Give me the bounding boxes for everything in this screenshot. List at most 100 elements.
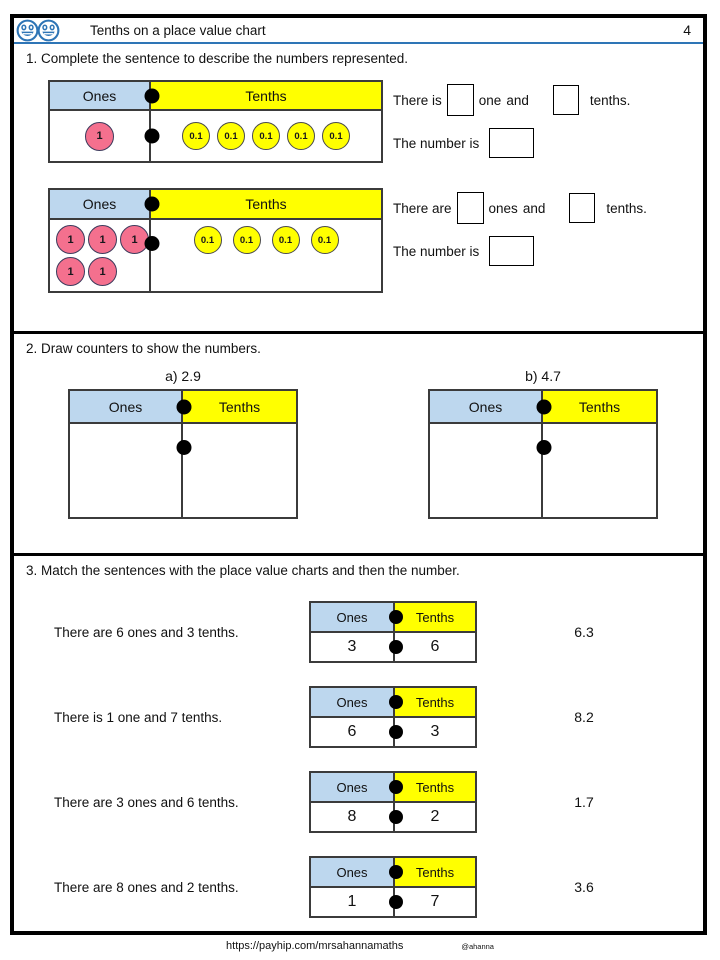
tenth-counter: 0.1	[252, 122, 280, 150]
tenth-counter: 0.1	[322, 122, 350, 150]
tenths-header-cell: Tenths	[395, 688, 475, 716]
divider-dot	[389, 640, 403, 654]
tenth-counter: 0.1	[310, 226, 339, 254]
answer-box-tenths[interactable]	[552, 85, 579, 115]
ones-cell: 1 1 1 1 1	[50, 220, 151, 291]
divider-dot	[389, 865, 403, 879]
footer-url: https://payhip.com/mrsahannamaths	[226, 940, 404, 952]
tenths-header-cell: Tenths	[395, 603, 475, 631]
one-counter: 1	[56, 257, 85, 286]
divider-dot	[536, 440, 552, 455]
answer-box-number[interactable]	[489, 128, 535, 158]
one-counter: 1	[88, 225, 117, 254]
match-sentence: There are 6 ones and 3 tenths.	[54, 624, 239, 640]
tenths-header-cell: Tenths	[543, 391, 656, 422]
answer-box-ones[interactable]	[446, 84, 474, 116]
sentence-text: The number is	[393, 243, 480, 259]
section-2: 2. Draw counters to show the numbers. a)…	[14, 334, 703, 556]
draw-chart-a-label: a) 2.9	[165, 368, 201, 384]
page-number: 4	[683, 22, 691, 38]
tenths-header-cell: Tenths	[395, 858, 475, 886]
tenths-header-cell: Tenths	[151, 190, 381, 218]
divider-dot	[144, 88, 160, 103]
draw-area-tenths[interactable]	[183, 424, 296, 517]
divider-dot	[144, 236, 160, 251]
ones-header-cell: Ones	[311, 773, 395, 801]
answer-box-number[interactable]	[489, 236, 535, 266]
match-chart: Ones Tenths 3 6	[309, 601, 477, 663]
draw-area-ones[interactable]	[430, 424, 543, 517]
ones-value: 3	[311, 633, 395, 661]
ones-value: 1	[311, 888, 395, 916]
worksheet-page: Tenths on a place value chart 4 1. Compl…	[10, 14, 707, 935]
divider-dot	[144, 196, 160, 212]
one-counter: 1	[85, 121, 114, 151]
ones-value: 8	[311, 803, 395, 831]
tenths-header-cell: Tenths	[151, 82, 381, 109]
match-sentence: There are 3 ones and 6 tenths.	[54, 794, 239, 810]
divider-dot	[389, 895, 403, 909]
match-sentence: There are 8 ones and 2 tenths.	[54, 879, 239, 895]
page-title: Tenths on a place value chart	[90, 22, 266, 38]
answer-box-tenths[interactable]	[569, 193, 596, 223]
tenths-value: 7	[430, 893, 440, 910]
match-number: 3.6	[574, 879, 594, 895]
ones-header-cell: Ones	[70, 391, 183, 422]
tenth-counter: 0.1	[182, 122, 210, 150]
tenth-counter: 0.1	[217, 122, 245, 150]
ones-value: 6	[311, 718, 395, 746]
tenths-cell: 0.1 0.1 0.1 0.1 0.1	[151, 111, 381, 161]
tenths-header-cell: Tenths	[183, 391, 296, 422]
tenths-header-cell: Tenths	[395, 773, 475, 801]
draw-area-tenths[interactable]	[543, 424, 656, 517]
problem-2: Ones Tenths 1 1 1 1 1 0.1 0.1 0.	[48, 188, 691, 293]
place-value-chart-2: Ones Tenths 1 1 1 1 1 0.1 0.1 0.	[48, 188, 383, 293]
sentence-text: one	[478, 92, 502, 108]
tenth-counter: 0.1	[193, 226, 222, 254]
footer: https://payhip.com/mrsahannamaths @ahann…	[0, 940, 720, 952]
divider-dot	[176, 399, 192, 414]
draw-area-ones[interactable]	[70, 424, 183, 517]
divider-dot	[536, 399, 552, 414]
tenth-counter: 0.1	[232, 226, 261, 254]
section-3: 3. Match the sentences with the place va…	[14, 556, 703, 931]
place-value-chart-1: Ones Tenths 1 0.1 0.1 0.1 0.1 0.1	[48, 80, 383, 163]
match-row: There is 1 one and 7 tenths. Ones Tenths…	[26, 686, 691, 748]
sentence-text: tenths.	[606, 200, 647, 216]
sentence-text: The number is	[393, 135, 480, 151]
tenths-value: 2	[430, 808, 440, 825]
tenth-counter: 0.1	[287, 122, 315, 150]
tenths-value: 6	[430, 638, 440, 655]
match-row: There are 6 ones and 3 tenths. Ones Tent…	[26, 601, 691, 663]
match-number: 8.2	[574, 709, 594, 725]
tenth-counter: 0.1	[271, 226, 300, 254]
draw-chart-a: a) 2.9 Ones Tenths	[68, 368, 298, 519]
problem-1-sentence: There is one and tenths. The number is	[393, 80, 630, 163]
draw-chart-b: b) 4.7 Ones Tenths	[428, 368, 658, 519]
divider-dot	[389, 610, 403, 624]
smiley-icon	[37, 19, 60, 41]
tenths-cell: 0.1 0.1 0.1 0.1	[151, 220, 381, 291]
answer-box-ones[interactable]	[456, 192, 484, 224]
match-chart: Ones Tenths 1 7	[309, 856, 477, 918]
divider-dot	[176, 440, 192, 455]
ones-header-cell: Ones	[430, 391, 543, 422]
match-number: 1.7	[574, 794, 594, 810]
sentence-text: There are	[393, 200, 452, 216]
section-1: 1. Complete the sentence to describe the…	[14, 44, 703, 334]
match-row: There are 3 ones and 6 tenths. Ones Tent…	[26, 771, 691, 833]
one-counter: 1	[56, 225, 85, 254]
ones-header-cell: Ones	[311, 858, 395, 886]
sentence-text: ones	[488, 200, 518, 216]
ones-cell: 1	[50, 111, 151, 161]
section-1-heading: 1. Complete the sentence to describe the…	[26, 51, 408, 66]
smiley-icon	[16, 19, 39, 41]
match-number: 6.3	[574, 624, 594, 640]
ones-header-cell: Ones	[311, 688, 395, 716]
problem-1: Ones Tenths 1 0.1 0.1 0.1 0.1 0.1	[48, 80, 691, 163]
divider-dot	[389, 725, 403, 739]
sentence-text: and	[506, 92, 529, 108]
header: Tenths on a place value chart 4	[14, 18, 703, 44]
divider-dot	[389, 810, 403, 824]
ones-header-cell: Ones	[311, 603, 395, 631]
